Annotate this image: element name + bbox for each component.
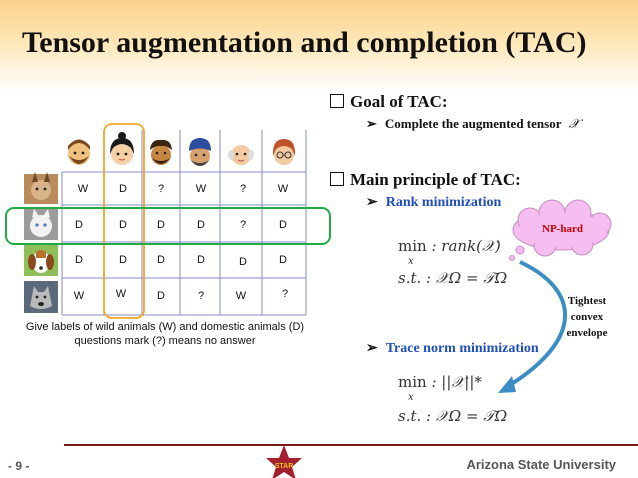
formula1-min: min	[398, 237, 427, 255]
formula2-obj-text: : ||𝒳||*	[431, 373, 482, 391]
annotator-curly-man-icon	[150, 139, 172, 165]
cell-r3-c3: ?	[197, 290, 205, 302]
checkbox-bullet-icon	[330, 94, 344, 108]
star-lab-logo: STAR	[266, 445, 302, 478]
row-highlight-box	[5, 207, 331, 245]
cell-r1-c0: D	[75, 219, 83, 231]
formula2-var: x	[408, 392, 414, 403]
table-caption: Give labels of wild animals (W) and dome…	[14, 320, 316, 348]
cell-r1-c3: D	[197, 219, 205, 231]
arrow-bullet-icon: ➢	[366, 341, 378, 356]
slide-title: Tensor augmentation and completion (TAC)	[22, 26, 587, 59]
formula1-constraint: s.t. : 𝒳Ω = 𝒯Ω	[398, 269, 508, 287]
cell-r3-c1: W	[115, 288, 127, 300]
cell-r0-c4: ?	[239, 183, 247, 195]
animal-wolf-icon	[24, 281, 58, 313]
arrow-bullet-icon: ➢	[366, 195, 378, 210]
formula1-var: x	[408, 256, 414, 267]
cell-r3-c4: W	[235, 290, 247, 302]
cell-r1-c1: D	[119, 219, 127, 231]
np-hard-label: NP-hard	[542, 223, 583, 235]
goal-item-text: Complete the augmented tensor	[384, 116, 562, 131]
goal-heading-text: Goal of TAC:	[350, 92, 448, 111]
animal-white-cat-icon	[24, 209, 58, 240]
formula2-constraint: s.t. : 𝒳Ω = 𝒯Ω	[398, 407, 508, 425]
cloud-icon	[509, 199, 612, 261]
footer-divider	[64, 444, 638, 446]
caption-line-1: Give labels of wild animals (W) and dome…	[25, 321, 305, 333]
university-name: Arizona State University	[466, 457, 616, 472]
cell-r3-c0: W	[73, 290, 85, 302]
tensor-symbol: 𝒳	[568, 117, 580, 132]
animal-beagle-icon	[24, 245, 58, 276]
cell-r2-c2: D	[157, 254, 165, 266]
cell-r2-c0: D	[75, 254, 83, 266]
formula1-obj-text: : rank(𝒳)	[431, 237, 501, 255]
annotator-bald-man-icon	[228, 145, 254, 165]
page-number: - 9 -	[8, 459, 30, 473]
cell-r0-c0: W	[77, 183, 89, 195]
cell-r0-c1: D	[119, 183, 127, 195]
arrowhead-icon	[498, 376, 516, 393]
principle-heading-text: Main principle of TAC:	[350, 170, 521, 189]
goal-heading: Goal of TAC:	[330, 92, 448, 112]
note-line-2: convex	[570, 311, 604, 323]
cell-r2-c3: D	[197, 254, 205, 266]
arrow-bullet-icon: ➢	[366, 116, 377, 131]
caption-line-2: questions mark (?) means no answer	[74, 335, 256, 347]
cell-r3-c5: ?	[281, 288, 289, 300]
cell-r2-c1: D	[119, 254, 127, 266]
annotator-bearded-man-icon	[68, 139, 90, 165]
note-line-1: Tightest	[567, 295, 607, 307]
cell-r1-c4: ?	[239, 219, 247, 231]
cell-r0-c3: W	[195, 183, 207, 195]
formula2-min: min	[398, 373, 427, 391]
trace-norm-item: ➢ Trace norm minimization	[366, 340, 539, 357]
relaxation-note: Tightest convex envelope	[554, 293, 620, 341]
goal-item: ➢ Complete the augmented tensor 𝒳	[366, 116, 580, 132]
formula1-objective: min : rank(𝒳)	[398, 237, 501, 255]
annotator-glasses-woman-icon	[272, 139, 296, 165]
annotator-turban-man-icon	[189, 138, 211, 166]
cell-r1-c5: D	[279, 219, 287, 231]
cell-r2-c4: D	[239, 256, 247, 268]
formula2-objective: min : ||𝒳||*	[398, 373, 482, 391]
curved-arrow-icon	[503, 260, 568, 390]
cell-r0-c5: W	[277, 183, 289, 195]
animal-lynx-icon	[24, 172, 58, 204]
trace-norm-text: Trace norm minimization	[385, 341, 539, 356]
principle-heading: Main principle of TAC:	[330, 170, 521, 190]
logo-text: STAR	[275, 463, 294, 470]
annotator-girl-icon	[110, 132, 134, 165]
cell-r3-c2: D	[157, 290, 165, 302]
cell-r1-c2: D	[157, 219, 165, 231]
rank-min-item: ➢ Rank minimization	[366, 194, 501, 211]
checkbox-bullet-icon	[330, 172, 344, 186]
note-line-3: envelope	[566, 327, 608, 339]
column-highlight-box	[103, 123, 145, 319]
cell-r0-c2: ?	[157, 183, 165, 195]
rank-min-text: Rank minimization	[385, 195, 502, 210]
title-band	[0, 0, 638, 92]
cell-r2-c5: D	[279, 254, 287, 266]
